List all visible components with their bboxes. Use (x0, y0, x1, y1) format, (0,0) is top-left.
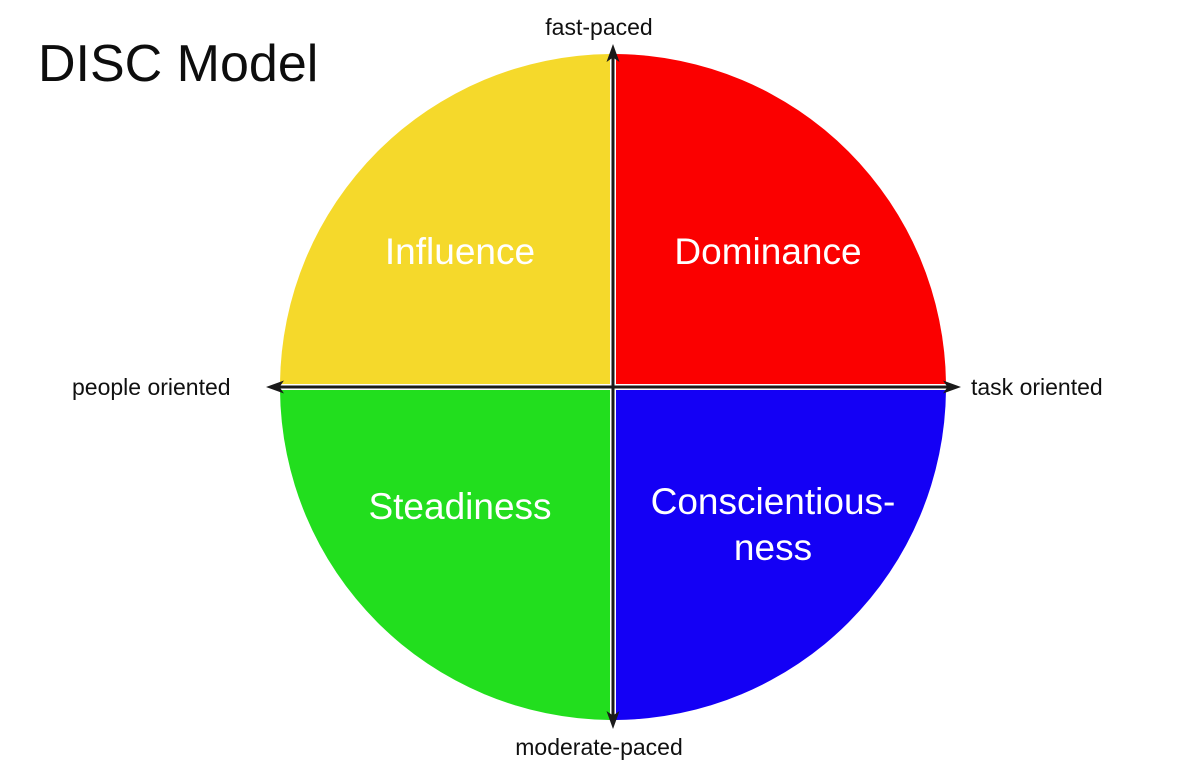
arrow-left-icon (266, 380, 284, 394)
arrow-up-icon (606, 44, 620, 62)
axis-label-bottom: moderate-paced (515, 734, 683, 760)
quadrant-label-dominance[interactable]: Dominance (674, 231, 862, 272)
axis-label-top: fast-paced (545, 14, 653, 40)
axis-label-left: people oriented (72, 374, 231, 400)
quadrant-conscientiousness-wedge[interactable] (616, 390, 946, 720)
arrow-down-icon (606, 711, 620, 729)
arrow-right-icon (943, 380, 961, 394)
axis-label-right: task oriented (971, 374, 1103, 400)
quadrant-dominance-wedge[interactable] (616, 54, 946, 384)
quadrant-steadiness-wedge[interactable] (280, 390, 610, 720)
quadrant-influence-wedge[interactable] (280, 54, 610, 384)
quadrant-label-conscientiousness[interactable]: Conscientious- ness (650, 481, 896, 568)
quadrant-label-steadiness[interactable]: Steadiness (368, 486, 552, 527)
quadrant-label-influence[interactable]: Influence (384, 231, 536, 272)
page-title: DISC Model (38, 35, 319, 93)
